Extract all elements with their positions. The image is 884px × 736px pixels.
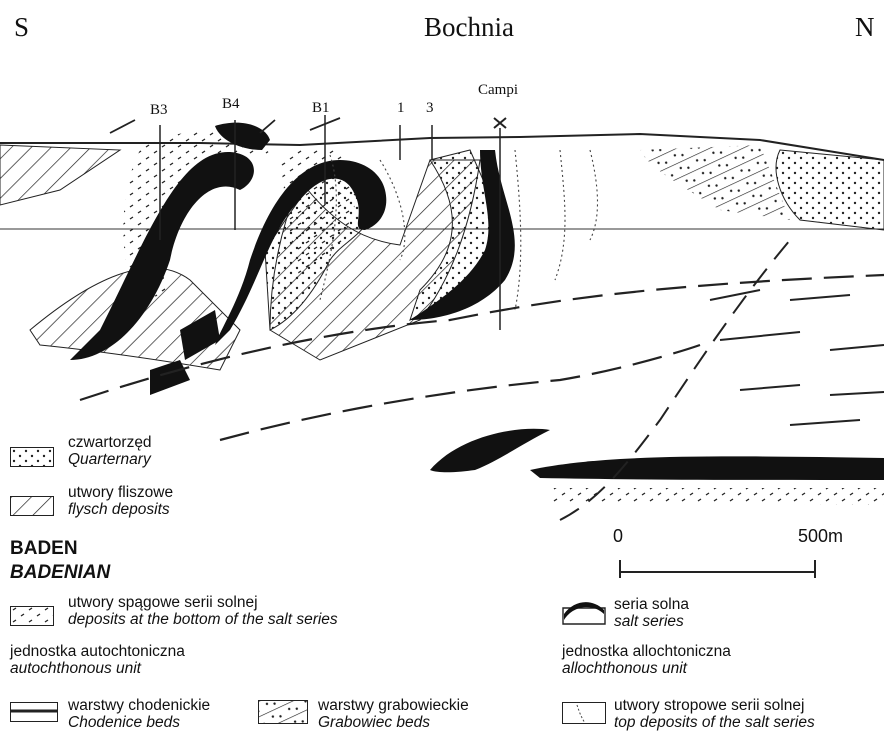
- legend-quaternary-pl: czwartorzęd: [68, 434, 152, 451]
- legend-bottom: utwory spągowe serii solnej deposits at …: [68, 594, 338, 628]
- legend-swatch-quaternary: [10, 447, 54, 467]
- well-label-b4: B4: [222, 96, 240, 113]
- legend-swatch-flysch: [10, 496, 54, 516]
- legend-swatch-bottom: [10, 606, 54, 626]
- legend-chodenice: warstwy chodenickie Chodenice beds: [68, 697, 210, 731]
- well-label-1: 1: [397, 100, 405, 117]
- legend-quaternary: czwartorzęd Quarternary: [68, 434, 152, 468]
- legend-grabowiec-en: Grabowiec beds: [318, 714, 469, 731]
- well-label-b1: B1: [312, 100, 330, 117]
- well-label-b3: B3: [150, 102, 168, 119]
- scale-end: 500m: [798, 526, 843, 547]
- flysch-left: [0, 145, 120, 205]
- legend-flysch-en: flysch deposits: [68, 501, 173, 518]
- legend-baden: BADEN: [10, 538, 78, 560]
- grabowiec-right: [640, 145, 790, 220]
- legend-swatch-grabowiec: [258, 700, 308, 724]
- page-title: Bochnia: [424, 12, 514, 43]
- legend-allochthonous: jednostka allochtoniczna allochthonous u…: [562, 643, 731, 677]
- legend-flysch-pl: utwory fliszowe: [68, 484, 173, 501]
- legend-bottom-en: deposits at the bottom of the salt serie…: [68, 611, 338, 628]
- legend-quaternary-en: Quarternary: [68, 451, 152, 468]
- well-label-campi: Campi: [478, 82, 518, 99]
- salt-lower-2: [530, 456, 884, 480]
- scale-bar: [620, 560, 815, 578]
- salt-lower-1: [430, 429, 550, 473]
- legend-top-en: top deposits of the salt series: [614, 714, 815, 731]
- legend-salt-pl: seria solna: [614, 596, 689, 613]
- legend-badenian: BADENIAN: [10, 562, 110, 584]
- quaternary-right: [776, 150, 884, 230]
- legend-swatch-top: [562, 702, 606, 724]
- legend-bottom-pl: utwory spągowe serii solnej: [68, 594, 338, 611]
- legend-swatch-salt: [562, 600, 606, 626]
- legend-grabowiec-pl: warstwy grabowieckie: [318, 697, 469, 714]
- legend-allochthonous-pl: jednostka allochtoniczna: [562, 643, 731, 660]
- legend-top: utwory stropowe serii solnej top deposit…: [614, 697, 815, 731]
- legend-top-pl: utwory stropowe serii solnej: [614, 697, 815, 714]
- label-south: S: [14, 12, 29, 43]
- label-north: N: [855, 12, 875, 43]
- scale-start: 0: [613, 526, 623, 547]
- legend-autochthonous-pl: jednostka autochtoniczna: [10, 643, 185, 660]
- legend-salt-en: salt series: [614, 613, 689, 630]
- legend-autochthonous: jednostka autochtoniczna autochthonous u…: [10, 643, 185, 677]
- well-label-3: 3: [426, 100, 434, 117]
- legend-chodenice-en: Chodenice beds: [68, 714, 210, 731]
- legend-autochthonous-en: autochthonous unit: [10, 660, 185, 677]
- legend-grabowiec: warstwy grabowieckie Grabowiec beds: [318, 697, 469, 731]
- legend-chodenice-pl: warstwy chodenickie: [68, 697, 210, 714]
- mine-symbol-icon: [494, 118, 506, 128]
- legend-flysch: utwory fliszowe flysch deposits: [68, 484, 173, 518]
- fault-2: [220, 345, 700, 440]
- salt-lens-1: [150, 360, 190, 395]
- legend-swatch-chodenice: [10, 702, 58, 722]
- legend-salt: seria solna salt series: [614, 596, 689, 630]
- legend-allochthonous-en: allochthonous unit: [562, 660, 731, 677]
